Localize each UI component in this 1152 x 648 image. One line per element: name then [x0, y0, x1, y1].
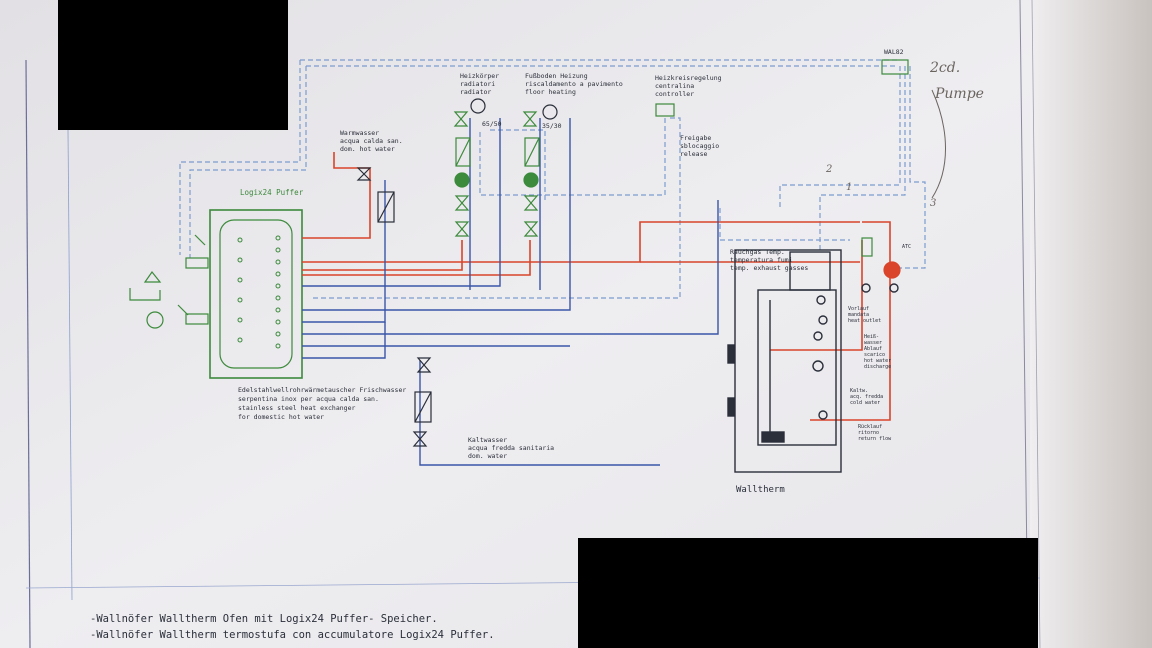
controller-label: Heizkreisregelung [655, 74, 722, 82]
handwritten-notes: 2cd. Pumpe 2 1 3 [825, 60, 984, 209]
svg-text:2: 2 [825, 164, 832, 175]
svg-text:return flow: return flow [858, 436, 892, 442]
page-border-left [25, 59, 31, 648]
svg-text:sblocaggio: sblocaggio [680, 142, 719, 150]
svg-text:centralina: centralina [655, 82, 694, 90]
return-label: Rücklauf [858, 424, 882, 430]
svg-text:1: 1 [846, 182, 852, 193]
radiator-label: Heizkörper [460, 72, 499, 80]
svg-text:65/50: 65/50 [482, 120, 502, 128]
wal-label: WAL82 [884, 48, 904, 56]
svg-text:floor heating: floor heating [525, 88, 576, 96]
svg-text:serpentina inox per acqua cald: serpentina inox per acqua calda san. [238, 395, 379, 403]
cold-water-label: Kaltw. [850, 388, 868, 394]
caption: -Wallnöfer Walltherm Ofen mit Logix24 Pu… [90, 613, 495, 641]
warmwasser-label: Warmwasser [340, 129, 379, 137]
hot-discharge-label: Heiß- [864, 334, 879, 340]
svg-text:hot water: hot water [864, 358, 891, 364]
svg-text:acq. fredda: acq. fredda [850, 394, 883, 400]
svg-text:discharge: discharge [864, 364, 891, 370]
svg-text:Pumpe: Pumpe [934, 86, 984, 102]
hydraulic-components [356, 59, 909, 447]
exhaust-label: Rauchgas Temp. [730, 248, 785, 256]
svg-text:35/30: 35/30 [542, 122, 562, 130]
exchanger-label: Edelstahlwellrohrwärmetauscher Frischwas… [238, 386, 406, 394]
atc-label: ATC [902, 244, 911, 250]
svg-text:acqua fredda sanitaria: acqua fredda sanitaria [468, 444, 554, 452]
svg-text:dom. hot water: dom. hot water [340, 145, 395, 153]
svg-text:3: 3 [930, 198, 936, 209]
redaction-bottom-right [578, 538, 1038, 648]
svg-text:2cd.: 2cd. [929, 60, 960, 76]
redaction-top-left [58, 0, 288, 130]
svg-text:stainless steel heat exchanger: stainless steel heat exchanger [238, 404, 355, 412]
walltherm-label: Walltherm [736, 485, 785, 495]
svg-text:ritorno: ritorno [858, 430, 879, 436]
paper-edge [1030, 0, 1152, 648]
margin-line [67, 129, 73, 601]
svg-text:scarico: scarico [864, 352, 885, 358]
svg-text:temperatura fumi: temperatura fumi [730, 256, 793, 264]
caption-line-2: -Wallnöfer Walltherm termostufa con accu… [90, 629, 495, 641]
svg-text:riscaldamento a pavimento: riscaldamento a pavimento [525, 80, 623, 88]
svg-text:dom. water: dom. water [468, 452, 507, 460]
svg-text:radiatori: radiatori [460, 80, 495, 88]
svg-text:cold water: cold water [850, 400, 880, 406]
svg-text:for domestic hot water: for domestic hot water [238, 413, 324, 421]
hot-water-lines [302, 152, 891, 421]
svg-text:wasser: wasser [864, 340, 882, 346]
walltherm-stove [727, 249, 899, 473]
flow-label: Vorlauf [848, 306, 869, 312]
buffer-tank [129, 209, 303, 379]
floor-heating-label: Fußboden Heizung [525, 72, 588, 80]
svg-text:heat outlet: heat outlet [848, 318, 881, 324]
svg-text:temp. exhaust gasses: temp. exhaust gasses [730, 264, 808, 272]
svg-text:controller: controller [655, 90, 694, 98]
svg-text:release: release [680, 150, 707, 158]
kaltwasser-label: Kaltwasser [468, 436, 507, 444]
svg-text:Ablauf: Ablauf [864, 346, 882, 352]
release-label: Freigabe [680, 134, 711, 142]
svg-text:radiator: radiator [460, 88, 491, 96]
tank-label: Logix24 Puffer [240, 188, 304, 197]
svg-text:mandata: mandata [848, 312, 869, 318]
caption-line-1: -Wallnöfer Walltherm Ofen mit Logix24 Pu… [90, 613, 438, 625]
svg-text:acqua calda san.: acqua calda san. [340, 137, 403, 145]
cold-water-lines [302, 118, 719, 466]
